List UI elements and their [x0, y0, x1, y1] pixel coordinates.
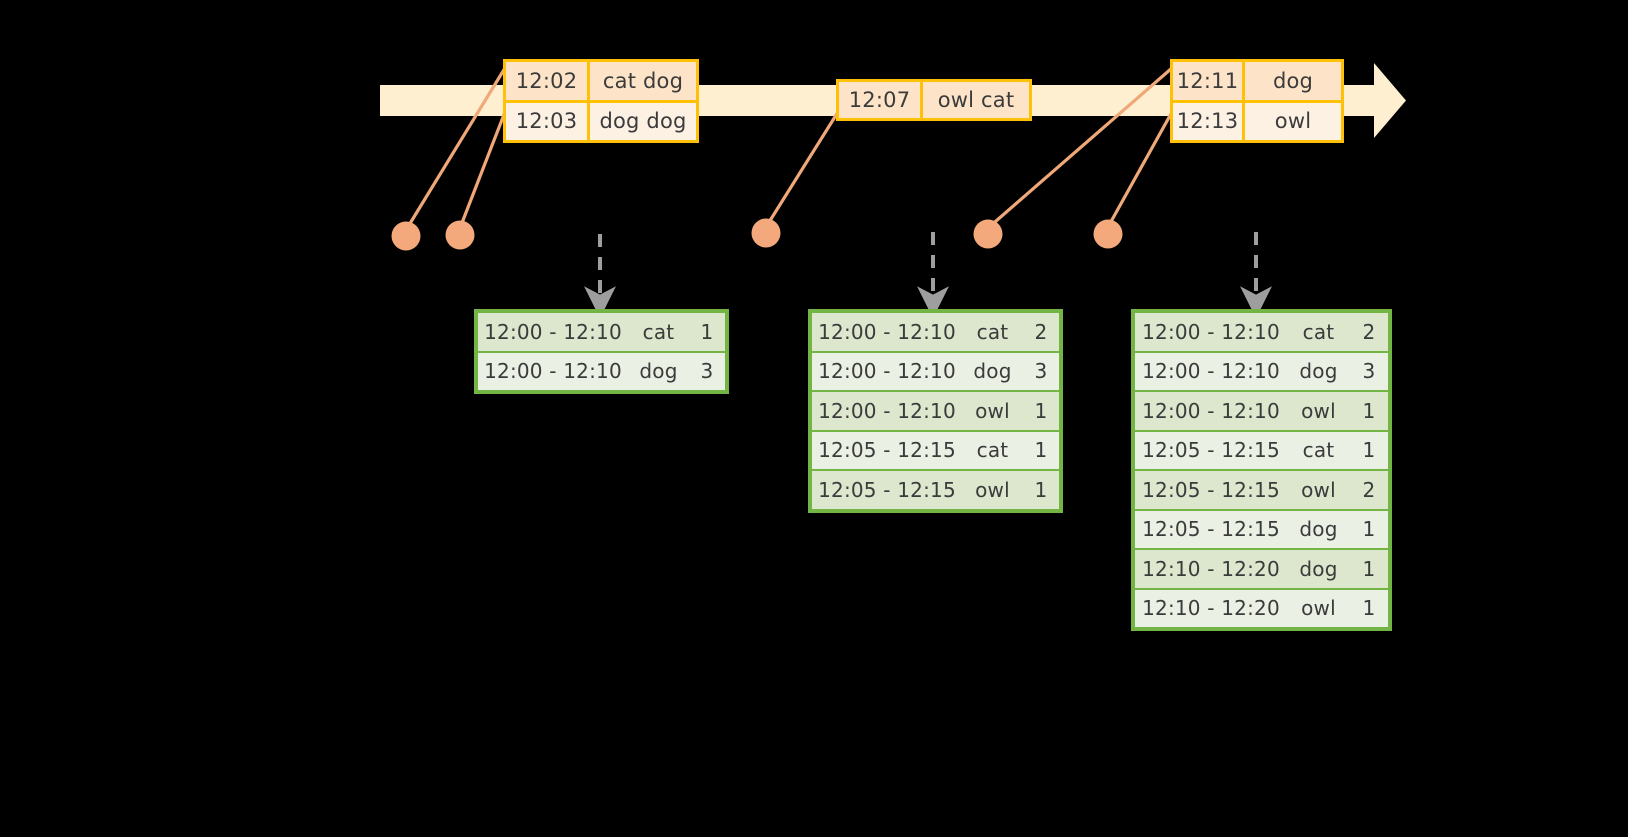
connector-line-1202: [404, 66, 507, 232]
cell-count: 1: [700, 319, 714, 344]
event-dot-3: [751, 218, 781, 248]
table-row[interactable]: 12:00 - 12:10 owl 1: [1135, 392, 1388, 430]
event-time: 12:11: [1173, 62, 1245, 100]
table-row[interactable]: 12:10 - 12:20 owl 1: [1135, 589, 1388, 627]
cell-window: 12:05 - 12:15: [818, 477, 956, 502]
cell-window: 12:05 - 12:15: [1142, 438, 1280, 463]
cell-word: dog: [973, 359, 1012, 384]
table-row[interactable]: 12:05 - 12:15 owl 2: [1135, 471, 1388, 509]
result-table-1[interactable]: 12:00 - 12:10 cat 1 12:00 - 12:10 dog 3: [474, 309, 729, 394]
connector-line-1207: [764, 110, 840, 229]
connector-line-1213: [1106, 110, 1174, 229]
table-row[interactable]: 12:05 - 12:15 cat 1: [812, 431, 1059, 469]
table-row[interactable]: 12:10 - 12:20 dog 1: [1135, 550, 1388, 588]
cell-word: owl: [1301, 477, 1336, 502]
cell-word: cat: [642, 319, 675, 344]
cell-count: 1: [1034, 438, 1048, 463]
cell-word: dog: [1299, 517, 1338, 542]
cell-window: 12:10 - 12:20: [1142, 596, 1280, 621]
cell-count: 1: [1362, 556, 1376, 581]
cell-word: dog: [639, 359, 678, 384]
cell-count: 1: [1362, 596, 1376, 621]
cell-window: 12:00 - 12:10: [484, 359, 622, 384]
result-table-2[interactable]: 12:00 - 12:10 cat 2 12:00 - 12:10 dog 3 …: [808, 309, 1063, 513]
table-row[interactable]: 12:05 - 12:15 dog 1: [1135, 510, 1388, 548]
cell-window: 12:00 - 12:10: [484, 319, 622, 344]
cell-word: dog: [1299, 556, 1338, 581]
cell-window: 12:00 - 12:10: [818, 359, 956, 384]
event-time: 12:07: [839, 82, 923, 118]
event-group-1[interactable]: 12:02 cat dog 12:03 dog dog: [503, 59, 699, 143]
cell-count: 1: [1362, 517, 1376, 542]
cell-window: 12:00 - 12:10: [818, 398, 956, 423]
event-dots: [391, 218, 1123, 251]
cell-window: 12:00 - 12:10: [1142, 319, 1280, 344]
event-row[interactable]: 12:07 owl cat: [839, 82, 1029, 118]
table-row[interactable]: 12:00 - 12:10 cat 1: [478, 313, 725, 351]
cell-window: 12:00 - 12:10: [1142, 359, 1280, 384]
event-time: 12:13: [1173, 102, 1245, 140]
event-group-3[interactable]: 12:11 dog 12:13 owl: [1170, 59, 1344, 143]
cell-count: 2: [1034, 319, 1048, 344]
cell-word: owl: [1301, 596, 1336, 621]
event-words: owl: [1274, 109, 1312, 134]
cell-window: 12:00 - 12:10: [1142, 398, 1280, 423]
cell-window: 12:05 - 12:15: [818, 438, 956, 463]
cell-count: 2: [1362, 477, 1376, 502]
table-row[interactable]: 12:05 - 12:15 cat 1: [1135, 431, 1388, 469]
cell-word: cat: [1302, 438, 1335, 463]
cell-window: 12:00 - 12:10: [818, 319, 956, 344]
table-row[interactable]: 12:00 - 12:10 dog 3: [478, 352, 725, 390]
event-dot-5: [1093, 219, 1123, 249]
table-row[interactable]: 12:00 - 12:10 cat 2: [1135, 313, 1388, 351]
table-row[interactable]: 12:00 - 12:10 cat 2: [812, 313, 1059, 351]
cell-count: 1: [1362, 398, 1376, 423]
cell-count: 1: [1034, 477, 1048, 502]
cell-word: cat: [976, 438, 1009, 463]
cell-word: owl: [975, 398, 1010, 423]
cell-window: 12:10 - 12:20: [1142, 556, 1280, 581]
table-row[interactable]: 12:00 - 12:10 dog 3: [812, 352, 1059, 390]
trigger-arrows: [584, 232, 1272, 319]
cell-word: owl: [1301, 398, 1336, 423]
result-table-3[interactable]: 12:00 - 12:10 cat 2 12:00 - 12:10 dog 3 …: [1131, 309, 1392, 631]
event-dot-1: [391, 221, 421, 251]
connector-line-1203: [458, 110, 507, 230]
event-words: cat dog: [602, 68, 684, 93]
event-connector-lines: [404, 66, 1174, 232]
cell-word: dog: [1299, 359, 1338, 384]
cell-count: 1: [1034, 398, 1048, 423]
event-row[interactable]: 12:11 dog: [1173, 62, 1341, 100]
event-dot-4: [973, 219, 1003, 249]
connector-line-1211: [986, 66, 1174, 230]
event-words: dog dog: [599, 109, 687, 134]
event-words: dog: [1272, 68, 1314, 93]
event-words: owl cat: [937, 88, 1015, 112]
event-row[interactable]: 12:02 cat dog: [506, 62, 696, 100]
cell-word: cat: [1302, 319, 1335, 344]
table-row[interactable]: 12:05 - 12:15 owl 1: [812, 471, 1059, 509]
cell-count: 1: [1362, 438, 1376, 463]
cell-word: cat: [976, 319, 1009, 344]
table-row[interactable]: 12:00 - 12:10 dog 3: [1135, 352, 1388, 390]
cell-word: owl: [975, 477, 1010, 502]
cell-window: 12:05 - 12:15: [1142, 477, 1280, 502]
event-time: 12:02: [506, 62, 590, 100]
cell-count: 2: [1362, 319, 1376, 344]
event-time: 12:03: [506, 102, 590, 140]
event-row[interactable]: 12:13 owl: [1173, 99, 1341, 140]
cell-count: 3: [1034, 359, 1048, 384]
cell-count: 3: [1362, 359, 1376, 384]
cell-window: 12:05 - 12:15: [1142, 517, 1280, 542]
event-row[interactable]: 12:03 dog dog: [506, 99, 696, 140]
cell-count: 3: [700, 359, 714, 384]
event-dot-2: [445, 220, 475, 250]
event-group-2[interactable]: 12:07 owl cat: [836, 79, 1032, 121]
table-row[interactable]: 12:00 - 12:10 owl 1: [812, 392, 1059, 430]
